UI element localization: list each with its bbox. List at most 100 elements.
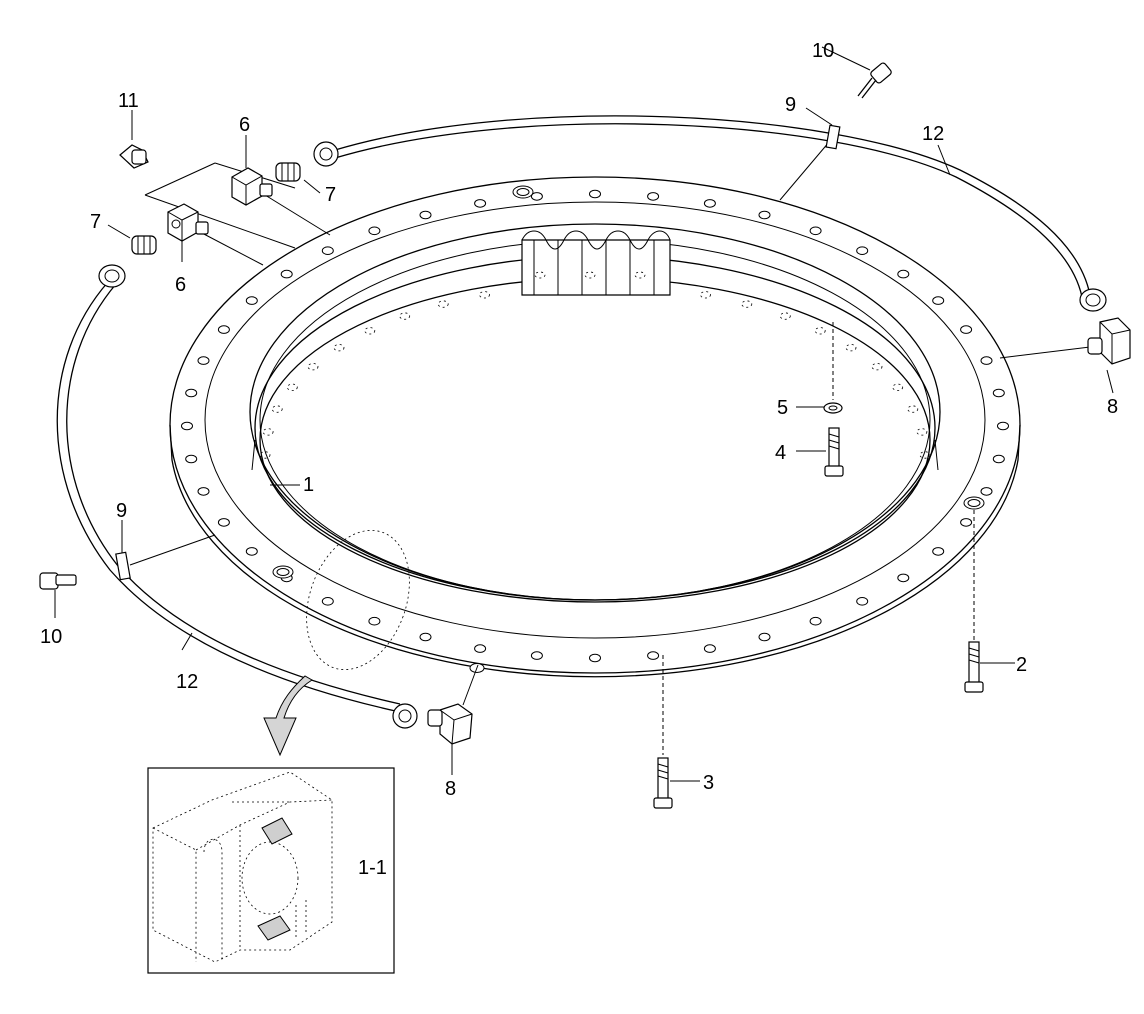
callout-7-lower: 7 xyxy=(90,211,101,233)
flange-bolt-hole xyxy=(368,226,381,236)
inner-race-hole xyxy=(399,312,411,320)
flange-bolt-hole xyxy=(280,269,293,279)
flange-bolt-hole xyxy=(897,269,910,279)
flange-bolt-hole xyxy=(856,246,869,255)
callout-9-lower: 9 xyxy=(116,500,127,522)
callout-3: 3 xyxy=(703,772,714,794)
inner-race-hole xyxy=(364,327,376,335)
flange-bolt-hole xyxy=(703,644,716,653)
flange-bolt-hole xyxy=(960,518,973,527)
tube-clamp-9-upper xyxy=(825,124,841,150)
flange-bolt-hole xyxy=(647,651,660,660)
tube-clamp-9-lower xyxy=(115,551,131,581)
callout-10-upper: 10 xyxy=(812,40,834,62)
flange-bolt-hole xyxy=(980,356,993,365)
flange-bolt-hole xyxy=(589,653,601,663)
inner-race-hole xyxy=(262,428,274,436)
flange-bolt-hole xyxy=(185,388,198,398)
clamp-bolt-10-lower xyxy=(39,572,77,590)
grease-tube-lower xyxy=(56,264,418,729)
inner-race-hole xyxy=(741,300,753,308)
flange-bolt-hole xyxy=(589,189,601,199)
flange-bolt-hole xyxy=(758,210,771,220)
bolt-3 xyxy=(653,757,673,809)
callout-9-upper: 9 xyxy=(785,94,796,116)
callout-7-upper: 7 xyxy=(325,184,336,206)
flange-bolt-hole xyxy=(809,616,822,626)
flange-bolt-hole xyxy=(997,421,1009,431)
flange-bolt-hole xyxy=(530,651,543,660)
adapter-block-6-lower xyxy=(167,203,209,242)
callout-11: 11 xyxy=(118,90,139,112)
inner-race-hole xyxy=(871,363,883,371)
callout-6-lower: 6 xyxy=(175,274,186,296)
flange-bolt-hole xyxy=(992,454,1005,464)
flange-bolt-hole xyxy=(932,296,945,305)
bolt-4 xyxy=(824,427,844,477)
inner-race-hole xyxy=(437,300,449,308)
inner-race-hole xyxy=(907,405,919,413)
flange-bolt-hole xyxy=(217,325,230,334)
flange-bolt-hole xyxy=(368,616,381,626)
callout-6-upper: 6 xyxy=(239,114,250,136)
inner-race-hole xyxy=(271,405,283,413)
flange-bolt-hole xyxy=(419,210,432,220)
inner-race-holes xyxy=(259,281,931,459)
connector-7-upper xyxy=(275,162,301,182)
inner-race-hole xyxy=(700,291,711,299)
callout-labels: 1 1-1 2 3 4 5 6 6 7 7 8 8 9 9 10 10 11 1… xyxy=(40,40,1118,879)
washer-5 xyxy=(823,402,843,414)
callout-12-lower: 12 xyxy=(176,671,198,693)
flange-bolt-hole xyxy=(758,632,771,642)
callout-8-right: 8 xyxy=(1107,396,1118,418)
detail-inset-box xyxy=(147,767,395,974)
flange-bolt-hole xyxy=(419,632,432,642)
clamp-bolt-10-upper xyxy=(857,62,892,99)
flange-bolt-hole xyxy=(530,192,543,201)
inner-race-hole xyxy=(479,291,490,299)
flange-bolt-hole xyxy=(809,226,822,236)
callout-10-lower: 10 xyxy=(40,626,62,648)
flange-bolt-hole xyxy=(217,518,230,527)
flange-bolt-hole xyxy=(245,296,258,305)
callout-1: 1 xyxy=(303,474,314,496)
flange-bolt-hole xyxy=(703,199,716,208)
inner-race-hole xyxy=(845,344,857,352)
inner-race-hole xyxy=(307,363,319,371)
flange-bolt-hole xyxy=(197,487,210,496)
flange-bolt-hole xyxy=(897,573,910,583)
inner-race-hole xyxy=(779,312,791,320)
grease-nipple-11 xyxy=(119,144,149,169)
detail-arrow-icon xyxy=(263,675,313,757)
inner-race-hole xyxy=(919,451,931,459)
flange-bolt-hole xyxy=(321,597,334,606)
flange-bolt-hole xyxy=(321,246,334,255)
flange-bolt-hole xyxy=(185,454,198,464)
elbow-fitting-8-left xyxy=(427,703,473,745)
detail-highlight-ellipse xyxy=(306,529,410,671)
inner-race-hole xyxy=(259,451,271,459)
flange-bolt-hole xyxy=(980,487,993,496)
flange-bolt-hole xyxy=(992,388,1005,398)
flange-bolt-hole xyxy=(932,547,945,556)
callout-2: 2 xyxy=(1016,654,1027,676)
callout-8-left: 8 xyxy=(445,778,456,800)
flange-bolt-hole xyxy=(181,421,193,431)
flange-bolt-hole xyxy=(647,192,660,201)
callout-4: 4 xyxy=(775,442,786,464)
inner-race-hole xyxy=(892,383,904,391)
connector-7-lower xyxy=(131,235,157,255)
flange-bolt-hole xyxy=(474,644,487,653)
flange-bolt-hole xyxy=(474,199,487,208)
flange-bolt-hole xyxy=(245,547,258,556)
flange-bolt-hole xyxy=(960,325,973,334)
inner-race-hole xyxy=(916,428,928,436)
callout-12-upper: 12 xyxy=(922,123,944,145)
gear-teeth-segment xyxy=(521,230,671,296)
grease-port-holes xyxy=(272,185,985,673)
flange-bolt-hole xyxy=(197,356,210,365)
bolt-2 xyxy=(964,641,984,693)
inner-race-hole xyxy=(333,344,345,352)
callout-5: 5 xyxy=(777,397,788,419)
